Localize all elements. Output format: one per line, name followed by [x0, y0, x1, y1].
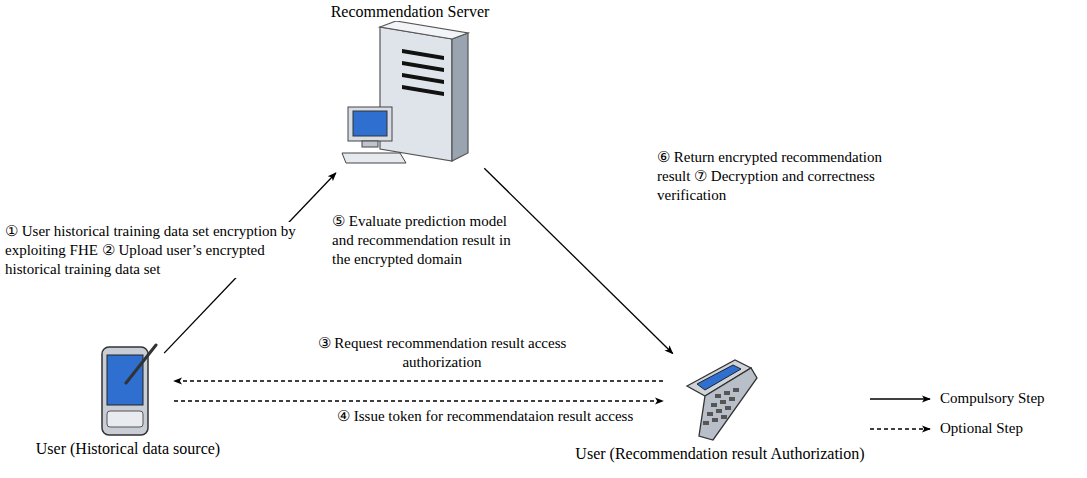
- legend-item: Optional Step: [868, 420, 1023, 437]
- step-label: ① User historical training data set encr…: [3, 222, 325, 278]
- step-label: ③ Request recommendation result access a…: [300, 334, 584, 372]
- legend-sample: [868, 423, 934, 435]
- legend-label: Compulsory Step: [940, 390, 1045, 407]
- node-label: User (Recommendation result Authorizatio…: [545, 444, 895, 463]
- server-icon: [340, 21, 480, 169]
- legend-sample: [868, 393, 934, 405]
- legend-label: Optional Step: [940, 420, 1023, 437]
- user-device-node: User (Historical data source): [18, 343, 238, 458]
- node-label: User (Historical data source): [18, 439, 238, 458]
- node-label: Recommendation Server: [300, 2, 520, 21]
- legend-item: Compulsory Step: [868, 390, 1045, 407]
- phone-icon: [677, 356, 763, 444]
- optional-step-arrow: [174, 380, 663, 381]
- server-node: Recommendation Server: [300, 2, 520, 169]
- step-label: ⑤ Evaluate prediction model and recommen…: [330, 212, 526, 268]
- pda-icon: [96, 343, 160, 439]
- step-label: ④ Issue token for recommendataion result…: [335, 407, 689, 426]
- optional-step-arrow: [174, 400, 663, 401]
- step-label: ⑥ Return encrypted recommendation result…: [655, 148, 894, 204]
